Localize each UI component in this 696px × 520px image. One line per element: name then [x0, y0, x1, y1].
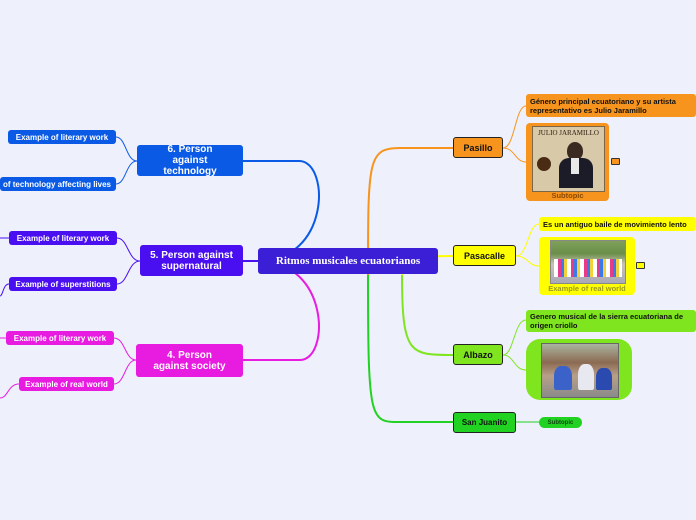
topic-person-against-technology[interactable]: 6. Person against technology — [137, 144, 243, 177]
pasillo-image-caption: Subtopic — [551, 191, 584, 200]
pasacalle-image-caption: Example of real world — [548, 284, 626, 293]
julio-jaramillo-photo: JULIO JARAMILLO — [532, 126, 605, 192]
pasillo-description[interactable]: Género principal ecuatoriano y su artist… — [526, 94, 696, 117]
clip-icon[interactable] — [636, 262, 645, 269]
central-topic[interactable]: Ritmos musicales ecuatorianos — [258, 248, 438, 274]
subtopic-literary-work-technology[interactable]: Example of literary work — [8, 130, 116, 144]
topic-albazo[interactable]: Albazo — [453, 344, 503, 365]
guitar-icon — [537, 157, 551, 171]
clip-icon[interactable] — [611, 158, 620, 165]
topic-pasacalle[interactable]: Pasacalle — [453, 245, 516, 266]
person-icon — [557, 140, 597, 189]
topic-pasillo[interactable]: Pasillo — [453, 137, 503, 158]
sanjuanito-subtopic[interactable]: Subtopic — [539, 417, 582, 428]
pasillo-image-card[interactable]: JULIO JARAMILLO Subtopic — [526, 123, 609, 201]
dancers-photo — [550, 240, 626, 284]
topic-person-against-society[interactable]: 4. Person against society — [136, 344, 243, 377]
subtopic-technology-affecting-lives[interactable]: of technology affecting lives — [0, 177, 116, 191]
subtopic-literary-work-society[interactable]: Example of literary work — [6, 331, 114, 345]
pasacalle-description[interactable]: Es un antiguo baile de movimiento lento — [539, 217, 696, 231]
subtopic-superstitions[interactable]: Example of superstitions — [9, 277, 117, 291]
albazo-description[interactable]: Genero musical de la sierra ecuatoriana … — [526, 310, 696, 332]
topic-person-against-supernatural[interactable]: 5. Person against supernatural — [140, 245, 243, 276]
albazo-image-card[interactable] — [526, 339, 632, 400]
subtopic-real-world-society[interactable]: Example of real world — [19, 377, 114, 391]
photo-title: JULIO JARAMILLO — [538, 129, 599, 137]
subtopic-literary-work-supernatural[interactable]: Example of literary work — [9, 231, 117, 245]
albazo-dancers-photo — [541, 343, 619, 398]
pasacalle-image-card[interactable]: Example of real world — [539, 237, 635, 295]
topic-san-juanito[interactable]: San Juanito — [453, 412, 516, 433]
